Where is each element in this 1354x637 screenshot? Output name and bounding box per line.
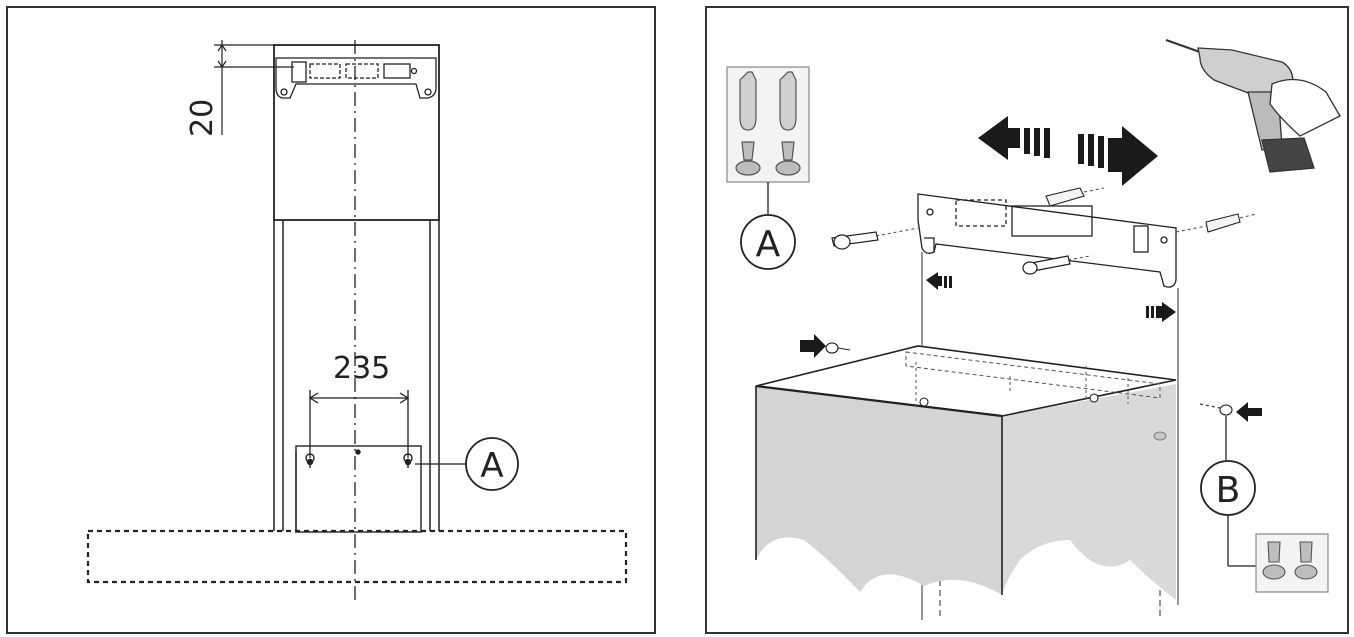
callout-a-label: A	[480, 446, 503, 486]
guide-lines	[875, 187, 1257, 261]
upper-chimney	[273, 44, 440, 221]
screw-b-icon	[1262, 541, 1318, 580]
right-panel: A	[705, 6, 1349, 634]
callout-ra-label: A	[756, 224, 781, 265]
wall-cabinet	[755, 345, 1177, 600]
screw-icon	[735, 141, 801, 176]
lower-chimney	[273, 220, 440, 531]
keyhole-left	[305, 453, 315, 468]
wall-screw-icon	[831, 231, 1071, 275]
dimension-20-label: 20	[185, 99, 220, 137]
wall-plug-icon	[739, 71, 797, 131]
cabinet-bracket	[917, 193, 1177, 288]
callout-ra-circle	[740, 214, 796, 270]
dimension-20	[214, 40, 294, 135]
plug-icon	[1045, 187, 1241, 233]
small-arrow-icon	[800, 272, 1262, 422]
keyhole-right	[403, 453, 413, 468]
left-panel-frame	[6, 6, 656, 634]
drill-icon	[1165, 39, 1341, 173]
top-bracket	[275, 57, 437, 99]
callout-rb-label: B	[1216, 470, 1241, 511]
dimension-235-label: 235	[333, 351, 390, 386]
side-screw-icon	[825, 342, 1233, 416]
fixings-box	[726, 66, 810, 183]
screw-box-b	[1255, 533, 1329, 593]
callout-a-circle	[465, 437, 519, 491]
hob-outline	[86, 529, 628, 584]
slide-arrows-icon	[978, 116, 1158, 186]
left-panel: 20 235	[6, 6, 656, 634]
